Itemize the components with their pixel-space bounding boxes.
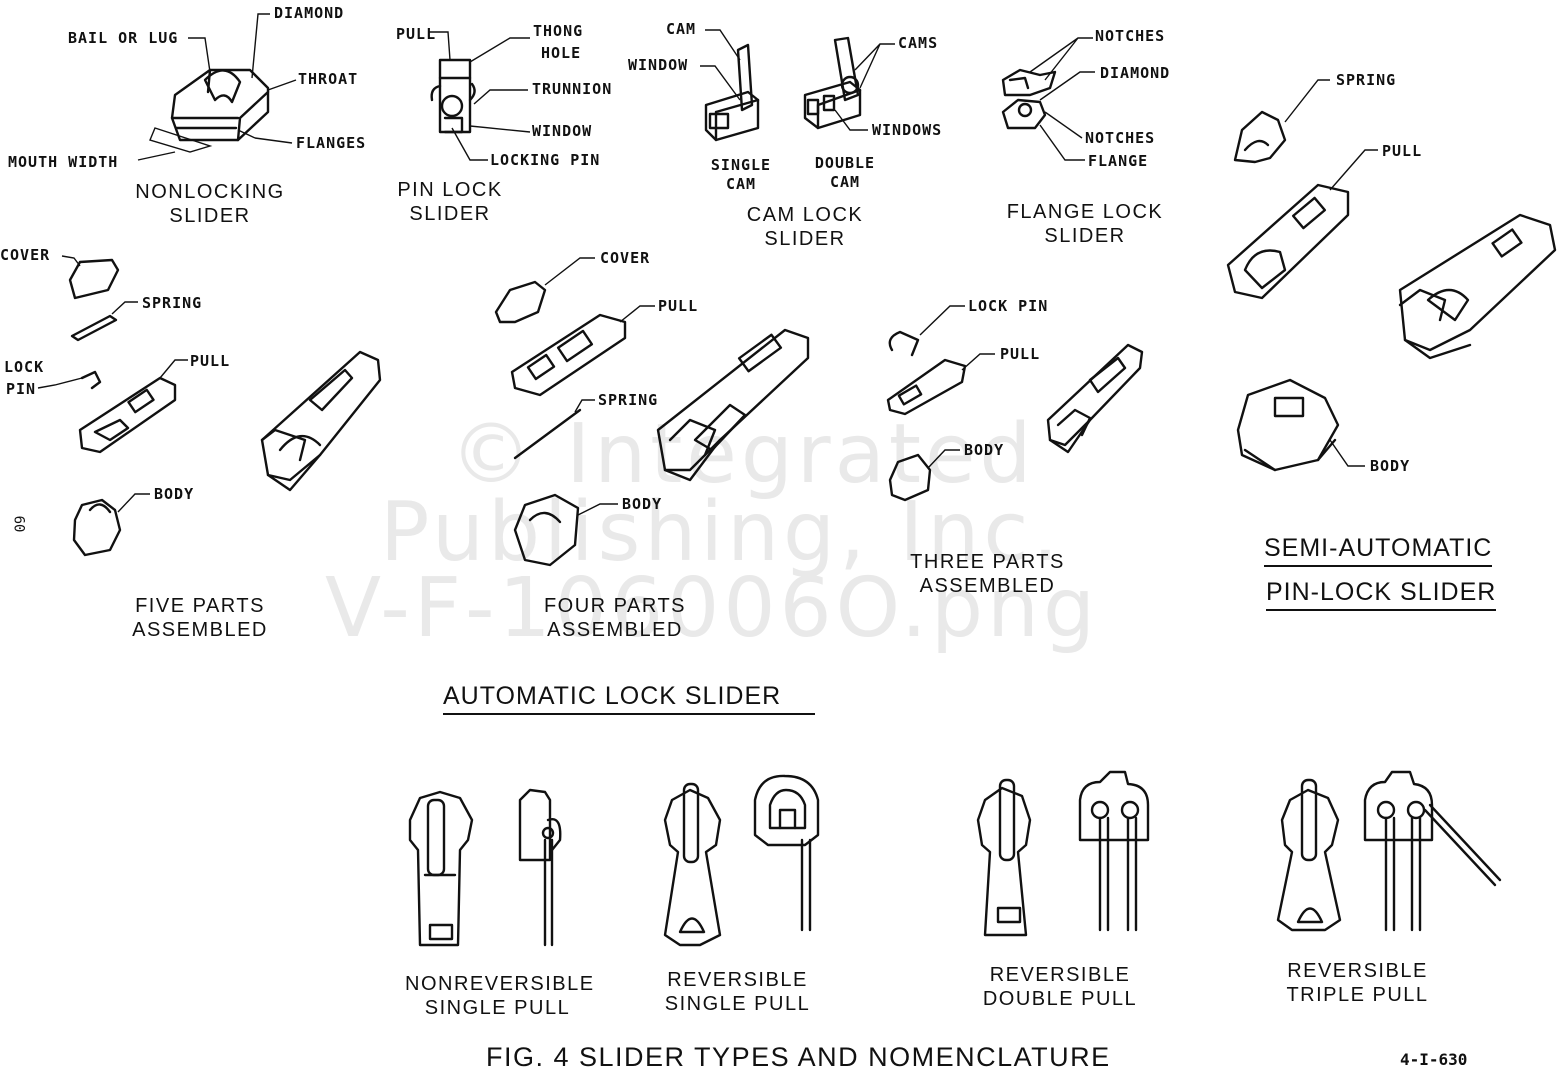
caption-reversible-single-pull: REVERSIBLE SINGLE PULL [650,968,825,1016]
caption-line: REVERSIBLE [1287,960,1428,982]
label-thong: THONG [533,22,584,40]
label-line: CAM [829,173,861,191]
label-body: BODY [1370,457,1411,475]
label-hole: HOLE [541,44,582,62]
caption-line: FLANGE LOCK [1006,201,1164,223]
label-notches: NOTCHES [1095,27,1166,45]
caption-line: SLIDER [409,203,491,225]
four-parts-drawing [494,257,810,567]
nonlocking-slider-drawing [137,13,297,161]
label-double-cam: DOUBLE CAM [805,156,885,190]
caption-reversible-triple-pull: REVERSIBLE TRIPLE PULL [1275,959,1440,1007]
label-trunnion: TRUNNION [532,80,613,98]
label-spring: SPRING [598,391,659,409]
caption-line: ASSEMBLED [547,619,683,641]
caption-line: NONLOCKING [135,181,285,203]
label-single-cam: SINGLE CAM [706,158,776,192]
semi-automatic-slider-drawing [1226,79,1557,472]
label-pull: PULL [1000,345,1041,363]
title-pin-lock-slider: PIN-LOCK SLIDER [1266,580,1497,611]
caption-three-parts: THREE PARTS ASSEMBLED [900,550,1075,598]
pull-types-drawing [408,770,1502,947]
label-lock-pin: LOCK PIN [968,297,1049,315]
label-cams: CAMS [898,34,939,52]
label-pin: PIN [6,380,37,398]
label-cover: COVER [0,246,51,264]
caption-line: ASSEMBLED [919,575,1056,597]
caption-line: REVERSIBLE [667,969,808,991]
title-automatic-lock-slider: AUTOMATIC LOCK SLIDER [443,684,815,715]
flange-lock-slider-drawing [1001,37,1095,161]
label-flanges: FLANGES [296,134,367,152]
caption-cam-lock-slider: CAM LOCK SLIDER [725,203,885,251]
label-cam: CAM [666,20,697,38]
caption-line: SLIDER [1044,225,1126,247]
label-pull: PULL [396,25,437,43]
caption-flange-lock-slider: FLANGE LOCK SLIDER [995,200,1175,248]
label-line: SINGLE [710,156,772,174]
label-window: WINDOW [628,56,689,74]
label-window: WINDOW [532,122,593,140]
label-diamond: DIAMOND [1100,64,1171,82]
caption-nonreversible-single-pull: NONREVERSIBLE SINGLE PULL [405,972,595,1020]
label-notches: NOTCHES [1085,129,1156,147]
watermark-line-2: Publishing, Inc. [380,485,1063,580]
caption-four-parts: FOUR PARTS ASSEMBLED [530,594,700,642]
pin-lock-slider-drawing [428,31,531,161]
caption-line: ASSEMBLED [132,619,268,641]
side-page-mark: 60 [10,515,27,533]
label-spring: SPRING [142,294,203,312]
label-line: DOUBLE [814,154,876,172]
caption-line: THREE PARTS [910,551,1065,573]
caption-pin-lock-slider: PIN LOCK SLIDER [380,178,520,226]
caption-line: FIVE PARTS [135,595,265,617]
label-pull: PULL [658,297,699,315]
label-pull: PULL [1382,142,1423,160]
label-body: BODY [154,485,195,503]
caption-line: SINGLE PULL [664,993,811,1015]
caption-line: REVERSIBLE [989,964,1131,986]
label-bail-or-lug: BAIL OR LUG [68,29,179,47]
figure-caption: FIG. 4 SLIDER TYPES AND NOMENCLATURE [486,1042,1111,1072]
caption-reversible-double-pull: REVERSIBLE DOUBLE PULL [975,963,1145,1011]
caption-line: SINGLE PULL [424,997,571,1019]
cam-lock-slider-drawing [700,29,895,142]
caption-nonlocking-slider: NONLOCKING SLIDER [130,180,290,228]
label-pull: PULL [190,352,231,370]
label-body: BODY [964,441,1005,459]
title-semi-automatic: SEMI-AUTOMATIC [1264,536,1493,567]
caption-line: CAM LOCK [746,204,864,226]
caption-line: DOUBLE PULL [982,988,1138,1010]
caption-line: TRIPLE PULL [1286,984,1429,1006]
three-parts-drawing [886,305,1144,502]
caption-five-parts: FIVE PARTS ASSEMBLED [115,594,285,642]
label-throat: THROAT [298,70,359,88]
caption-line: SLIDER [764,228,846,250]
five-parts-drawing [37,255,382,557]
label-mouth-width: MOUTH WIDTH [8,153,119,171]
label-cover: COVER [600,249,651,267]
label-windows: WINDOWS [872,121,943,139]
label-locking-pin: LOCKING PIN [490,151,601,169]
label-flange: FLANGE [1088,152,1149,170]
caption-line: PIN LOCK [397,179,503,201]
label-spring: SPRING [1336,71,1397,89]
caption-line: FOUR PARTS [543,595,687,617]
caption-line: NONREVERSIBLE [405,973,595,995]
label-diamond: DIAMOND [274,4,345,22]
label-line: CAM [725,175,757,193]
watermark-line-3: V-F-106006O.png [325,561,1099,656]
watermark-line-1: © Integrated [450,407,1035,502]
caption-line: SLIDER [169,205,251,227]
label-lock: LOCK [4,358,45,376]
figure-code: 4-I-630 [1400,1050,1468,1069]
watermark: © Integrated Publishing, Inc. V-F-106006… [325,407,1099,656]
label-body: BODY [622,495,663,513]
